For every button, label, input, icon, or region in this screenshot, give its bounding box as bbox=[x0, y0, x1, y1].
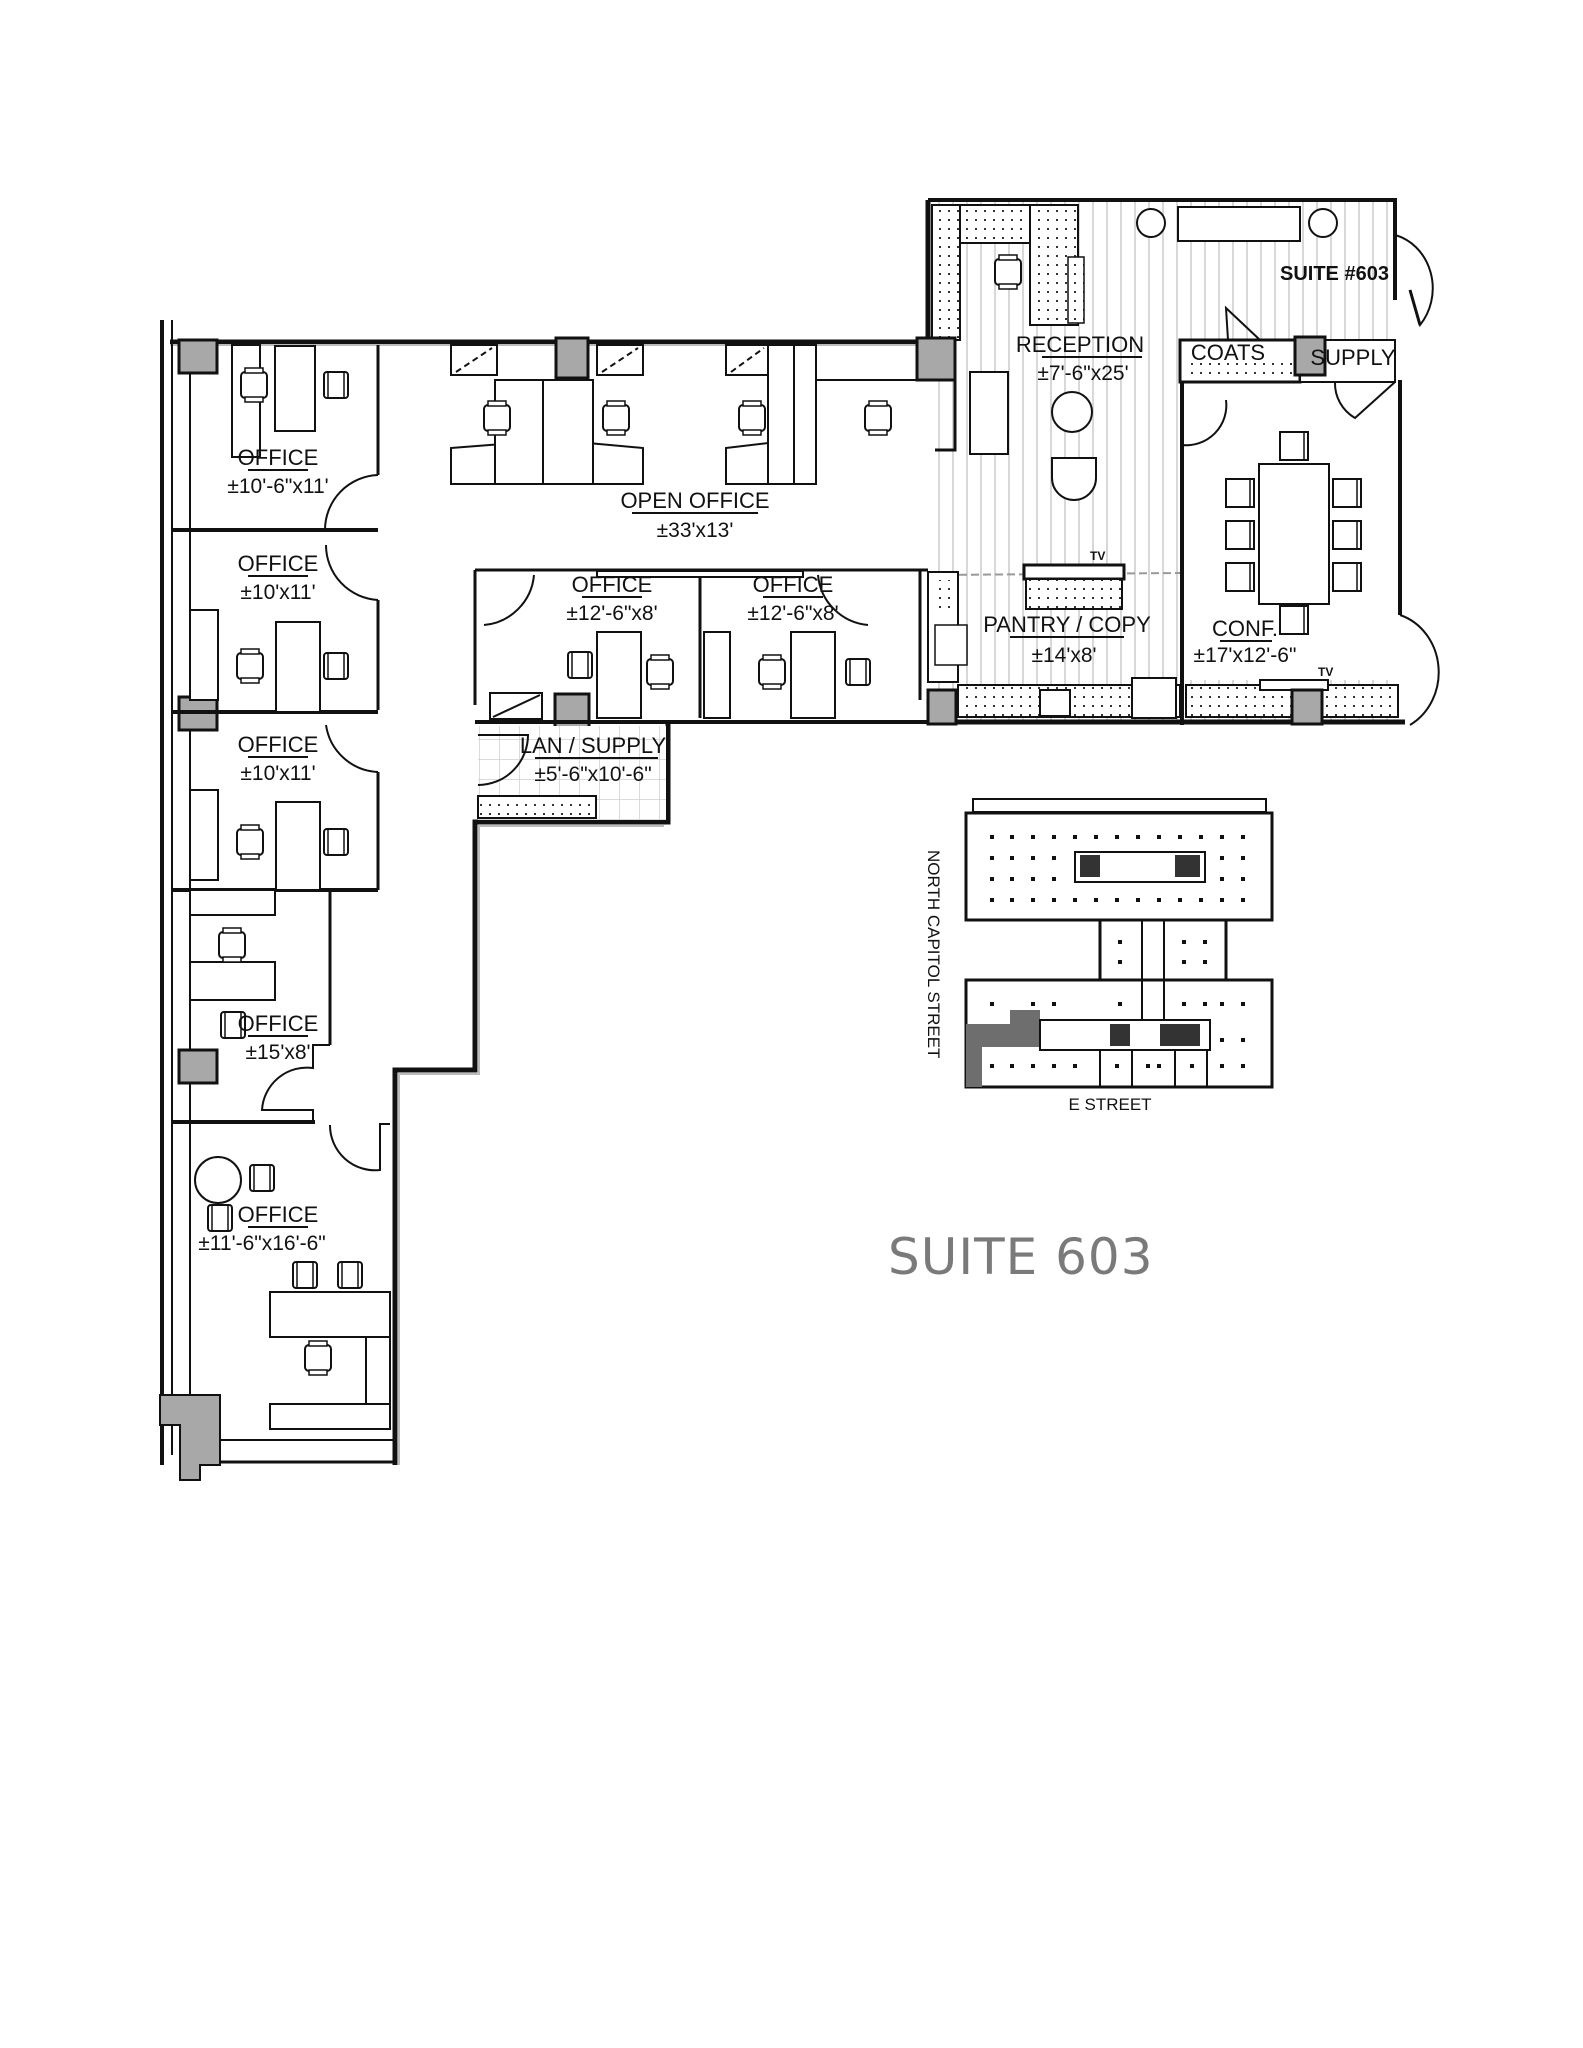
room-name: OFFICE bbox=[238, 1202, 319, 1227]
room-dim: ±10'-6"x11' bbox=[227, 475, 328, 498]
room-name: OFFICE bbox=[753, 572, 834, 597]
room-dim: ±17'x12'-6" bbox=[1194, 644, 1297, 667]
room-dim: ±12'-6"x8' bbox=[566, 602, 657, 625]
suite-caption: SUITE 603 bbox=[888, 1228, 1154, 1286]
room-name: OFFICE bbox=[238, 1011, 319, 1036]
room-name: SUPPLY bbox=[1310, 345, 1396, 370]
room-dim: ±10'x11' bbox=[240, 762, 315, 785]
room-dim: ±33'x13' bbox=[657, 519, 734, 542]
key-plan: NORTH CAPITOL STREET E STREET bbox=[924, 798, 1274, 1114]
room-dim: ±14'x8' bbox=[1031, 644, 1096, 667]
room-name: COATS bbox=[1191, 340, 1265, 365]
room-dim: ±5'-6"x10'-6" bbox=[534, 763, 651, 786]
room-name: RECEPTION bbox=[1016, 332, 1144, 357]
street-label-bottom: E STREET bbox=[1068, 1095, 1151, 1114]
room-labels: SUITE #603 OFFICE ±10'-6"x11' OPEN OFFIC… bbox=[198, 263, 1396, 1255]
tv-label: TV bbox=[1318, 665, 1333, 679]
room-name: OFFICE bbox=[572, 572, 653, 597]
left-wing bbox=[159, 320, 957, 1481]
room-dim: ±10'x11' bbox=[240, 581, 315, 604]
room-dim: ±7'-6"x25' bbox=[1037, 362, 1128, 385]
room-name: PANTRY / COPY bbox=[983, 612, 1151, 637]
room-name: OFFICE bbox=[238, 732, 319, 757]
room-name: OPEN OFFICE bbox=[620, 488, 769, 513]
room-dim: ±11'-6"x16'-6" bbox=[198, 1232, 325, 1255]
room-dim: ±15'x8' bbox=[245, 1041, 310, 1064]
room-name: OFFICE bbox=[238, 551, 319, 576]
room-name: OFFICE bbox=[238, 445, 319, 470]
room-name: CONF. bbox=[1212, 616, 1278, 641]
street-label-left: NORTH CAPITOL STREET bbox=[924, 850, 943, 1058]
reception-block bbox=[925, 198, 1440, 726]
suite-number-label: SUITE #603 bbox=[1280, 263, 1389, 285]
room-dim: ±12'-6"x8' bbox=[747, 602, 838, 625]
suite-highlight bbox=[966, 1010, 1040, 1087]
tv-label: TV bbox=[1090, 549, 1105, 563]
room-name: LAN / SUPPLY bbox=[520, 733, 667, 758]
